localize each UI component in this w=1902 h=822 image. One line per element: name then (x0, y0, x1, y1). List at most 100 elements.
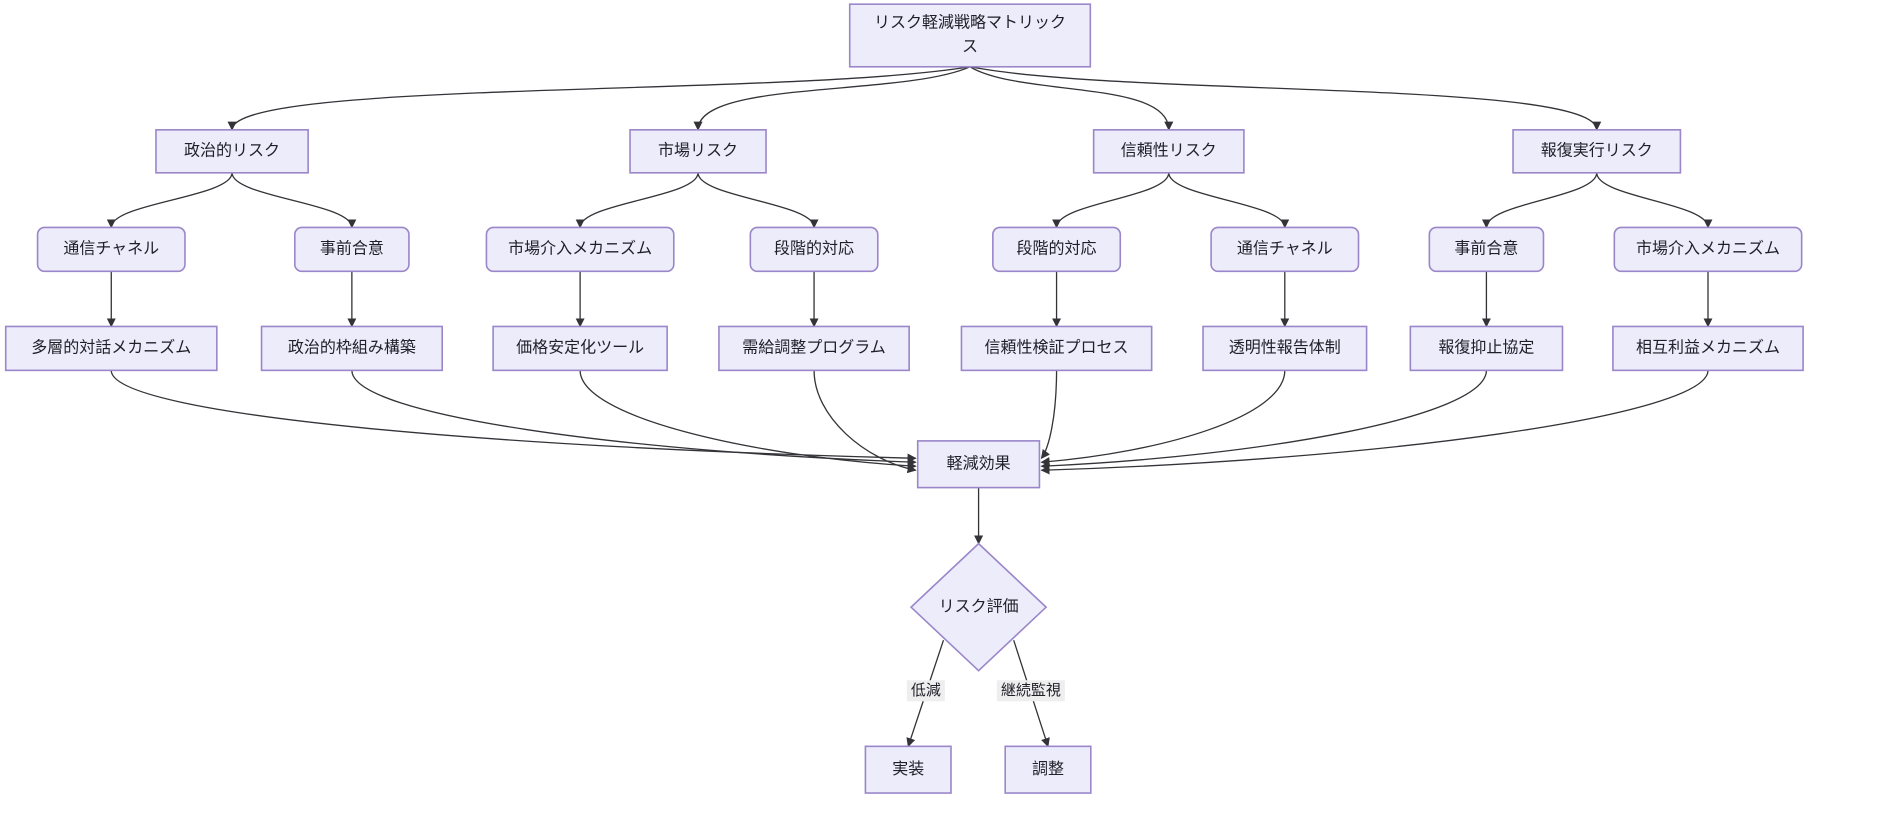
node-shape-rect[interactable] (848, 3, 1092, 68)
node-shape-rect[interactable] (916, 440, 1041, 489)
edge-m1-to-eff (110, 370, 917, 463)
node-eff[interactable]: 軽減効果 (916, 440, 1041, 489)
node-impl[interactable]: 実装 (864, 745, 952, 794)
node-label: 市場介入メカニズム (508, 240, 652, 258)
node-r2[interactable]: 市場リスク (629, 129, 767, 174)
node-shape-rounded[interactable] (1210, 226, 1360, 273)
node-m6[interactable]: 透明性報告体制 (1202, 325, 1368, 372)
edge-r1-to-s1 (106, 172, 233, 229)
node-label: 通信チャネル (1237, 240, 1333, 258)
node-m8[interactable]: 相互利益メカニズム (1612, 325, 1804, 372)
node-shape-diamond[interactable] (909, 542, 1048, 672)
node-label: 段階的対応 (774, 240, 854, 258)
node-label: リスク評価 (939, 597, 1019, 615)
node-m4[interactable]: 需給調整プログラム (718, 325, 910, 372)
edge-m5-to-eff (1040, 370, 1058, 459)
node-r3[interactable]: 信頼性リスク (1092, 129, 1245, 174)
edge-m4-to-eff (813, 370, 917, 474)
node-shape-rect[interactable] (1004, 745, 1092, 794)
node-label: 価格安定化ツール (516, 339, 644, 357)
node-shape-rect[interactable] (960, 325, 1153, 372)
node-shape-rect[interactable] (629, 129, 767, 174)
node-shape-rounded[interactable] (1428, 226, 1545, 273)
node-label: ス (962, 39, 978, 56)
node-m5[interactable]: 信頼性検証プロセス (960, 325, 1153, 372)
edge-label-background (996, 680, 1065, 702)
edge-label: 低減 (911, 682, 941, 699)
node-label: 透明性報告体制 (1229, 339, 1341, 357)
node-label: 事前合意 (1454, 239, 1518, 258)
node-shape-rounded[interactable] (294, 226, 410, 273)
node-shape-rect[interactable] (492, 325, 668, 372)
node-r1[interactable]: 政治的リスク (155, 129, 309, 174)
edge-label-background (906, 680, 945, 702)
node-label: 市場介入メカニズム (1636, 240, 1780, 258)
node-m3[interactable]: 価格安定化ツール (492, 325, 668, 372)
node-m1[interactable]: 多層的対話メカニズム (4, 325, 218, 372)
node-m7[interactable]: 報復抑止協定 (1409, 325, 1564, 372)
node-label: 市場リスク (658, 142, 738, 160)
edge-m8-to-eff (1040, 370, 1709, 475)
node-s7[interactable]: 事前合意 (1428, 226, 1545, 273)
node-shape-rect[interactable] (1612, 325, 1804, 372)
node-shape-rect[interactable] (260, 325, 444, 372)
node-label: 調整 (1032, 760, 1064, 778)
node-shape-rect[interactable] (1512, 129, 1682, 174)
node-label: リスク軽減戦略マトリック (874, 14, 1066, 32)
node-shape-rounded[interactable] (485, 226, 675, 273)
edge-r4-to-s7 (1481, 172, 1598, 229)
node-shape-rounded[interactable] (992, 226, 1122, 273)
node-label: 政治的枠組み構築 (288, 339, 416, 357)
node-label: 需給調整プログラム (742, 339, 886, 357)
node-label: 通信チャネル (63, 240, 159, 258)
node-shape-rect[interactable] (718, 325, 910, 372)
edge-r4-to-s8 (1596, 172, 1713, 229)
node-asmt[interactable]: リスク評価 (909, 542, 1048, 672)
edge-labels-layer: 低減 継続監視 (906, 680, 1065, 702)
node-s8[interactable]: 市場介入メカニズム (1613, 226, 1803, 273)
node-shape-rounded[interactable] (1613, 226, 1803, 273)
node-label: 報復抑止協定 (1438, 339, 1534, 357)
node-shape-rect[interactable] (4, 325, 218, 372)
node-label: 軽減効果 (947, 454, 1011, 472)
edge-m6-to-eff (1040, 370, 1286, 467)
node-label: 事前合意 (320, 239, 384, 258)
edge-r3-to-s5 (1052, 172, 1170, 229)
node-label: 政治的リスク (184, 142, 280, 160)
edge-r3-to-s6 (1168, 172, 1290, 229)
node-shape-rounded[interactable] (36, 226, 186, 273)
edge-root-to-r2 (693, 66, 971, 131)
node-s5[interactable]: 段階的対応 (992, 226, 1122, 273)
node-shape-rect[interactable] (155, 129, 309, 174)
node-m2[interactable]: 政治的枠組み構築 (260, 325, 444, 372)
edge-root-to-r4 (969, 66, 1602, 131)
node-r4[interactable]: 報復実行リスク (1512, 129, 1682, 174)
node-label: 信頼性検証プロセス (985, 339, 1129, 357)
node-shape-rect[interactable] (1202, 325, 1368, 372)
node-label: 相互利益メカニズム (1636, 339, 1780, 357)
node-s3[interactable]: 市場介入メカニズム (485, 226, 675, 273)
node-shape-rect[interactable] (1092, 129, 1245, 174)
edge-m2-to-eff (351, 370, 917, 467)
node-label: 段階的対応 (1017, 240, 1097, 258)
node-s1[interactable]: 通信チャネル (36, 226, 186, 273)
edge-label: 継続監視 (1001, 682, 1061, 699)
node-label: 報復実行リスク (1541, 142, 1653, 160)
edge-r2-to-s4 (697, 172, 819, 229)
edge-r1-to-s2 (231, 172, 357, 229)
node-shape-rect[interactable] (864, 745, 952, 794)
node-s4[interactable]: 段階的対応 (749, 226, 879, 273)
node-s6[interactable]: 通信チャネル (1210, 226, 1360, 273)
node-label: 多層的対話メカニズム (31, 339, 191, 357)
node-shape-rect[interactable] (1409, 325, 1564, 372)
edges-layer (106, 66, 1713, 748)
node-shape-rounded[interactable] (749, 226, 879, 273)
edge-m3-to-eff (579, 370, 917, 471)
node-s2[interactable]: 事前合意 (294, 226, 410, 273)
node-adjst[interactable]: 調整 (1004, 745, 1092, 794)
node-label: 信頼性リスク (1121, 142, 1217, 160)
edge-root-to-r1 (227, 66, 971, 131)
